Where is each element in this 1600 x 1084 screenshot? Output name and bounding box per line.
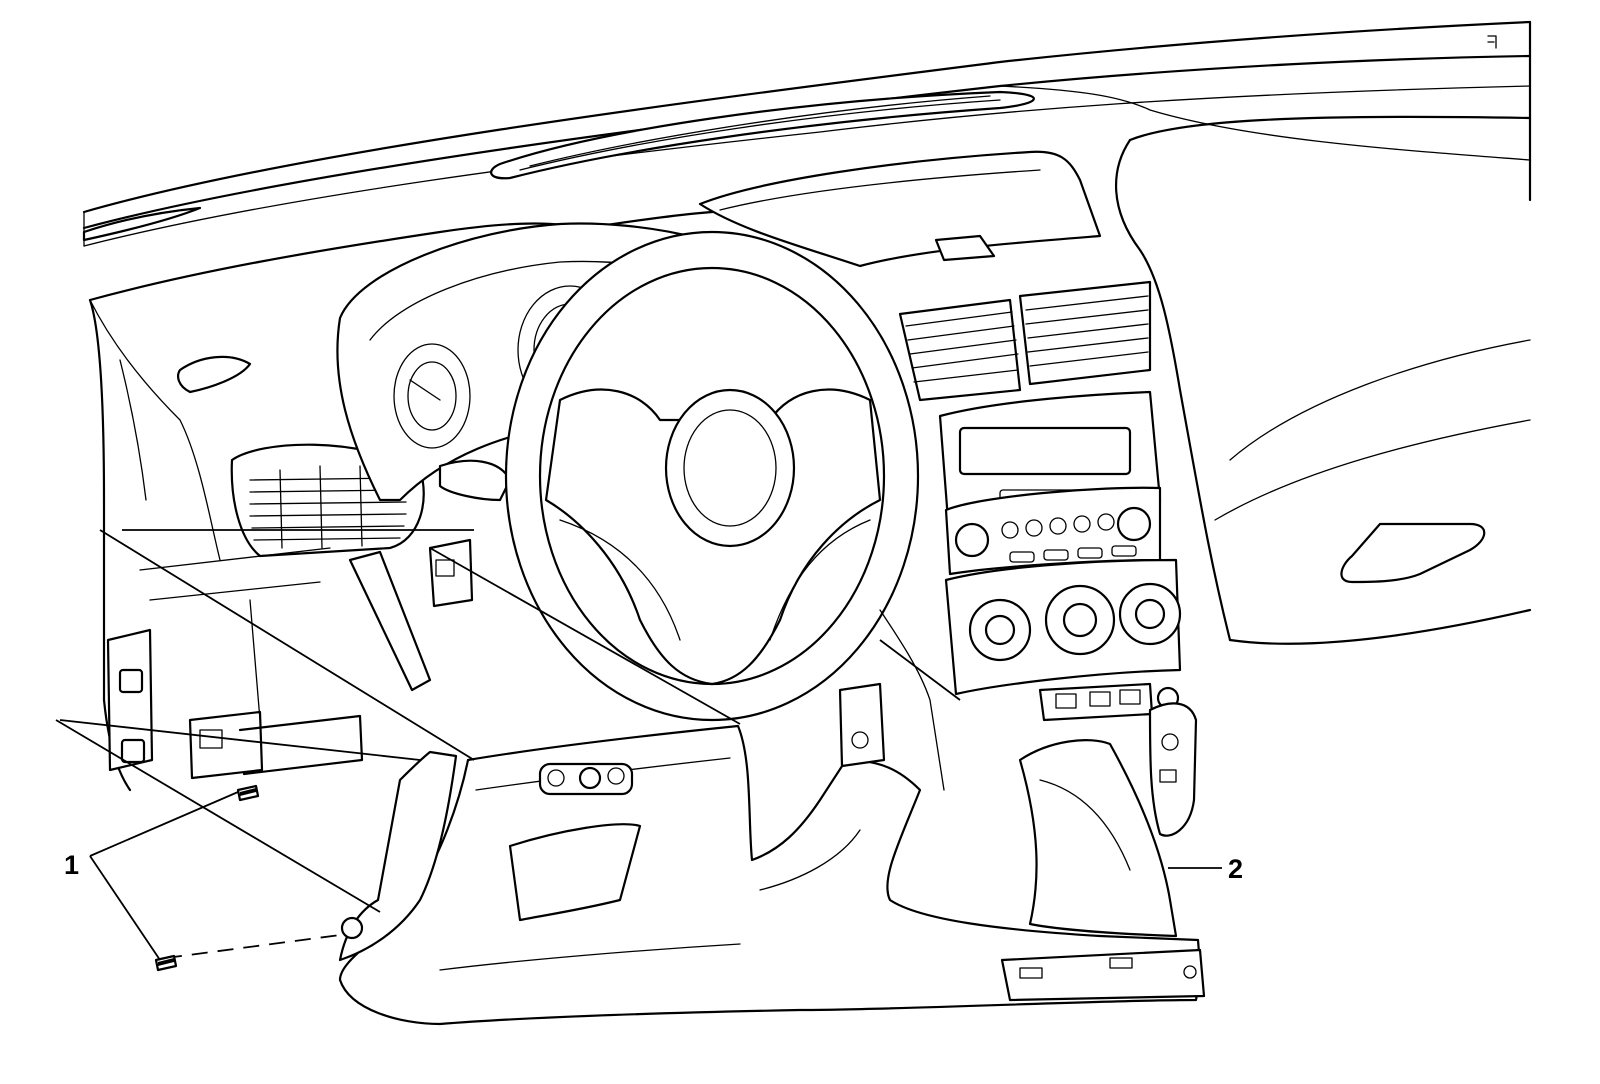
left-support-brackets: [106, 538, 945, 791]
callout-1-label: 1: [64, 850, 79, 880]
fasteners: [154, 784, 260, 972]
steering-wheel: [504, 230, 920, 722]
callout-2: 2: [1168, 854, 1243, 884]
radio-control-panel: [938, 390, 1182, 722]
instrument-panel-upper-trim: [82, 20, 1532, 247]
center-air-vents: [898, 280, 1152, 402]
corner-mark: [1487, 35, 1497, 49]
center-console-trim: [1018, 702, 1198, 938]
knee-bolster-panel: [338, 724, 1206, 1026]
exploded-view-lines: [55, 529, 961, 959]
center-display-hood: [698, 150, 1102, 268]
callout-1: 1: [64, 791, 239, 961]
callout-2-label: 2: [1228, 854, 1243, 884]
